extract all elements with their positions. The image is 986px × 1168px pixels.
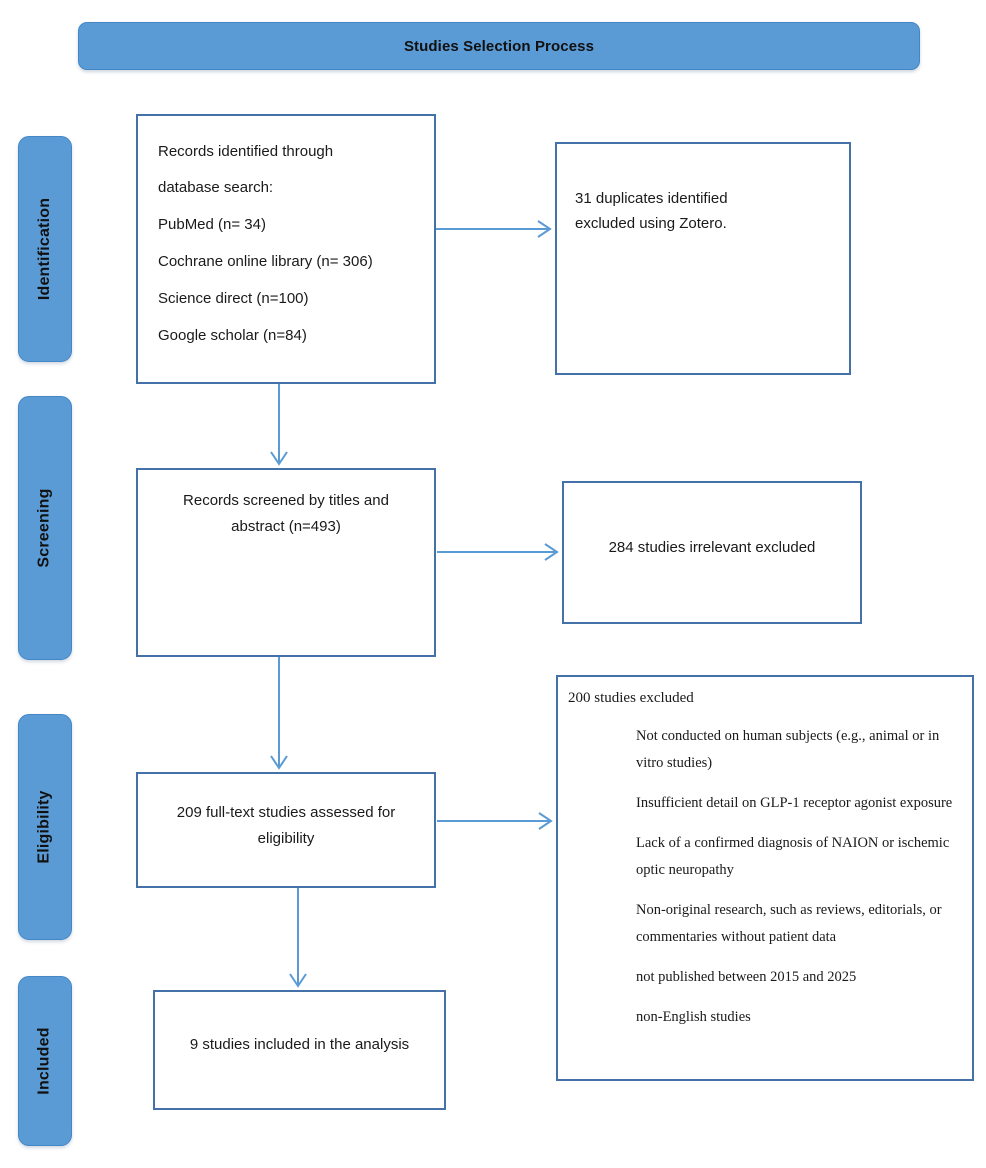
stage-label-text: Identification (36, 197, 54, 301)
arrow-right-icon-identification (436, 220, 552, 238)
page-title: Studies Selection Process (403, 37, 595, 55)
excluded-reason: Not conducted on human subjects (e.g., a… (636, 728, 940, 771)
box-studies-included-content: 9 studies included in the analysis (155, 1036, 444, 1053)
box-irrelevant-excluded-content: 284 studies irrelevant excluded (564, 539, 860, 556)
excluded-heading: 200 studies excluded (568, 690, 694, 706)
box-fulltext-assessed: 209 full-text studies assessed for eligi… (136, 772, 436, 888)
arrow-down-icon-to-eligibility (270, 657, 288, 770)
arrow-right-icon-screening (437, 543, 559, 561)
irrelevant-excluded-text: 284 studies irrelevant excluded (608, 539, 816, 556)
box-records-screened: Records screened by titles and abstract … (136, 468, 436, 657)
box-records-identified: Records identified through database sear… (136, 114, 436, 384)
excluded-reason: not published between 2015 and 2025 (636, 969, 857, 985)
excluded-reason: non-English studies (636, 1009, 751, 1025)
records-source-sciencedirect: Science direct (n=100) (158, 290, 309, 307)
records-source-google-scholar: Google scholar (n=84) (158, 327, 307, 344)
fulltext-assessed-text: 209 full-text studies assessed for eligi… (176, 804, 396, 847)
box-studies-excluded-content: 200 studies excluded Not conducted on hu… (568, 687, 962, 1031)
box-records-screened-content: Records screened by titles and abstract … (138, 488, 434, 540)
records-line-1: Records identified through (158, 143, 334, 160)
box-duplicates-excluded: 31 duplicates identified excluded using … (555, 142, 851, 375)
records-source-pubmed: PubMed (n= 34) (158, 216, 266, 233)
studies-included-text: 9 studies included in the analysis (189, 1036, 410, 1053)
excluded-reason: Non-original research, such as reviews, … (636, 902, 942, 945)
stage-label-text: Screening (36, 488, 54, 568)
stage-label-identification: Identification (18, 136, 72, 362)
stage-label-screening: Screening (18, 396, 72, 660)
box-irrelevant-excluded: 284 studies irrelevant excluded (562, 481, 862, 624)
stage-label-text: Included (36, 1027, 54, 1095)
stage-label-included: Included (18, 976, 72, 1146)
records-screened-text: Records screened by titles and abstract … (183, 492, 389, 535)
duplicates-line-2: excluded using Zotero. (575, 215, 727, 232)
excluded-reason: Insufficient detail on GLP-1 receptor ag… (636, 795, 953, 811)
duplicates-line-1: 31 duplicates identified (575, 190, 728, 207)
records-source-cochrane: Cochrane online library (n= 306) (158, 253, 373, 270)
box-duplicates-content: 31 duplicates identified excluded using … (557, 186, 849, 236)
arrow-down-icon-to-included (289, 888, 307, 988)
box-studies-excluded-reasons: 200 studies excluded Not conducted on hu… (556, 675, 974, 1081)
box-studies-included: 9 studies included in the analysis (153, 990, 446, 1110)
diagram-title-banner: Studies Selection Process (78, 22, 920, 70)
arrow-down-icon-to-screening (270, 384, 288, 466)
arrow-right-icon-eligibility (437, 812, 553, 830)
excluded-reason: Lack of a confirmed diagnosis of NAION o… (636, 835, 950, 878)
box-fulltext-assessed-content: 209 full-text studies assessed for eligi… (138, 800, 434, 852)
stage-label-eligibility: Eligibility (18, 714, 72, 940)
stage-label-text: Eligibility (36, 790, 54, 864)
records-line-2: database search: (158, 179, 274, 196)
box-records-identified-content: Records identified through database sear… (138, 142, 434, 346)
excluded-reasons-list: Not conducted on human subjects (e.g., a… (568, 723, 962, 1031)
